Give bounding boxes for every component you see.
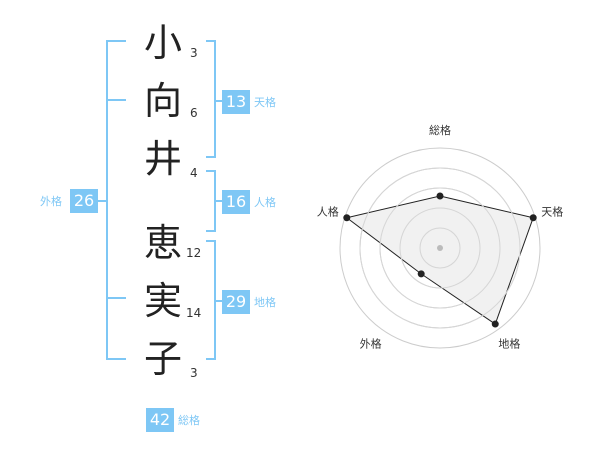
radar-axis-label-1: 総格 [429,123,451,137]
gaikaku-connector [98,200,106,202]
name-char-2: 向 [143,79,182,123]
stroke-count-3: 4 [190,166,198,180]
radar-point-5 [343,214,351,222]
radar-axis-label-5: 人格 [317,205,339,219]
stroke-count-1: 3 [190,46,198,60]
radar-axis-label-4: 外格 [360,336,382,350]
stroke-count-2: 6 [190,106,198,120]
jinkaku-connector [216,200,222,202]
name-char-5: 実 [143,279,182,323]
name-char-4: 恵 [143,221,182,265]
radar-point-3 [491,320,499,328]
chikaku-bracket [214,240,216,360]
gaikaku-bracket-tick [106,297,126,299]
jinkaku-label: 人格 [254,196,276,209]
radar-center [437,245,443,251]
name-char-1: 小 [143,21,182,65]
tenkaku-bracket-bottom [206,156,216,158]
tenkaku-label: 天格 [254,96,276,109]
tenkaku-bracket [214,40,216,158]
radar-ring-overlay [419,227,461,269]
radar-ring-overlay [379,187,501,309]
radar-point-1 [436,192,444,200]
radar-point-2 [529,214,537,222]
gaikaku-bracket-top [106,40,126,42]
stroke-count-6: 3 [190,366,198,380]
name-char-3: 井 [143,137,182,181]
gaikaku-bracket [106,40,108,360]
radar-axis-label-2: 天格 [541,205,563,219]
jinkaku-bracket-bottom [206,230,216,232]
gaikaku-label: 外格 [40,195,62,208]
radar-series-polygon [345,195,534,325]
tenkaku-value: 13 [222,90,250,114]
chikaku-label: 地格 [254,296,276,309]
stroke-count-4: 12 [186,246,202,260]
radar-point-4 [417,270,425,278]
soukaku-value: 42 [146,408,174,432]
soukaku-label: 総格 [178,414,200,427]
radar-ring-overlay [399,207,481,289]
gaikaku-bracket-tick [106,99,126,101]
chikaku-value: 29 [222,290,250,314]
chikaku-bracket-top [206,240,216,242]
radar-axis-label-3: 地格 [498,336,520,350]
radar-ring-overlay [359,167,521,329]
stroke-count-5: 14 [186,306,202,320]
name-char-6: 子 [143,337,182,381]
gaikaku-bracket-bottom [106,358,126,360]
chikaku-connector [216,300,222,302]
tenkaku-connector [216,100,222,102]
tenkaku-bracket-top [206,40,216,42]
jinkaku-value: 16 [222,190,250,214]
chikaku-bracket-bottom [206,358,216,360]
gaikaku-value: 26 [70,189,98,213]
jinkaku-bracket [214,170,216,232]
jinkaku-bracket-top [206,170,216,172]
